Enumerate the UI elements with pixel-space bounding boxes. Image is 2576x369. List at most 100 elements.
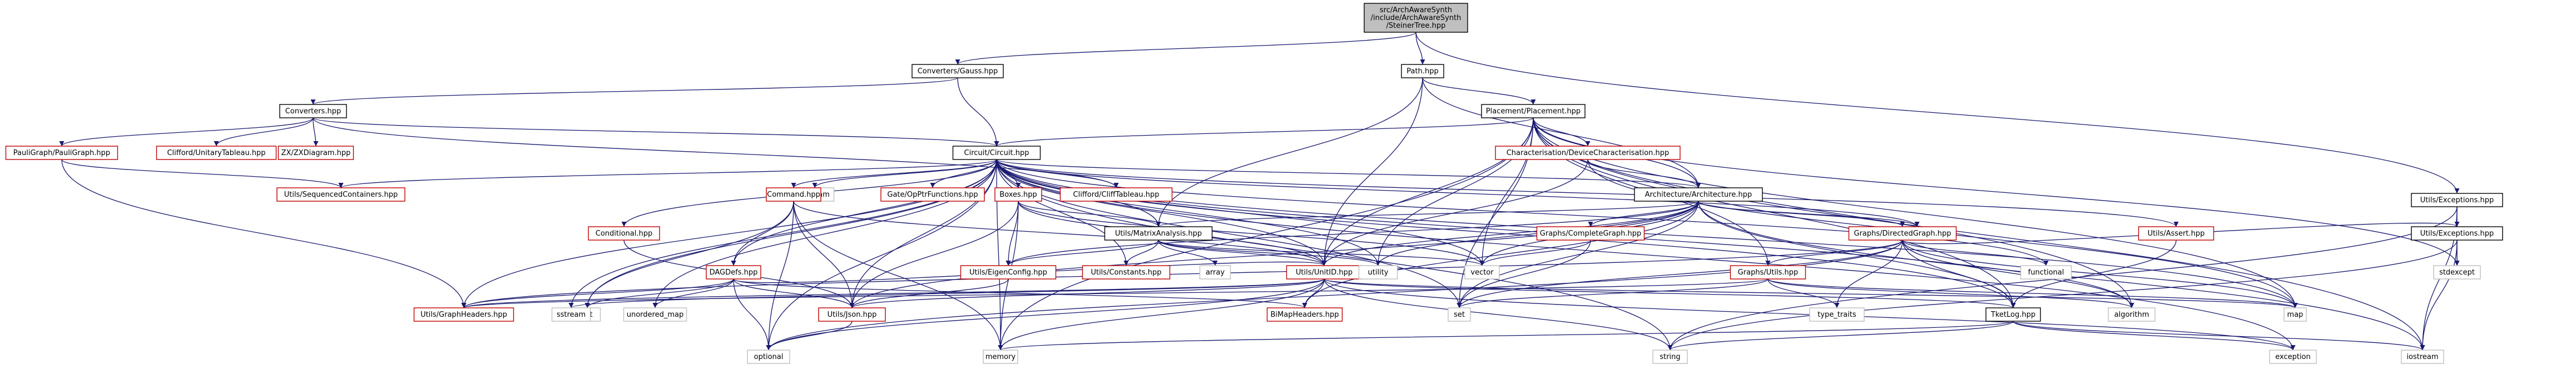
node-array: array <box>1199 265 1231 280</box>
node-layer: src/ArchAwareSynth/include/ArchAwareSynt… <box>5 3 2503 364</box>
node-box <box>1082 265 1171 280</box>
edge-graphs-directedgraph-to-map <box>1902 240 2298 308</box>
node-box <box>706 265 761 280</box>
node-architecture[interactable]: Architecture/Architecture.hpp <box>1634 187 1763 202</box>
edge-utils-eigenconfig-to-utils-json <box>849 278 1009 308</box>
edge-utils-matrixanalysis-to-vector <box>1158 240 1485 266</box>
node-characterisation[interactable]: Characterisation/DeviceCharacterisation.… <box>1495 146 1681 160</box>
node-utils-assert[interactable]: Utils/Assert.hpp <box>2138 226 2215 241</box>
node-utils-exceptions-b[interactable]: Utils/Exceptions.hpp <box>2411 226 2503 241</box>
node-utils-graphheaders[interactable]: Utils/GraphHeaders.hpp <box>413 307 514 322</box>
edge-dagdefs-to-list <box>584 278 734 308</box>
node-root[interactable]: src/ArchAwareSynth/include/ArchAwareSynt… <box>1364 3 1468 33</box>
node-label: Utils/GraphHeaders.hpp <box>420 311 507 319</box>
edge-utils-matrixanalysis-to-array <box>1158 240 1218 266</box>
edge-architecture-to-utils-matrixanalysis <box>1156 201 1699 227</box>
node-set: set <box>1448 307 1471 322</box>
node-box <box>1401 64 1444 78</box>
node-box <box>952 146 1041 160</box>
edge-graphs-completegraph-to-set <box>1457 240 1591 308</box>
edge-architecture-to-set <box>1457 201 1699 308</box>
node-label: ZX/ZXDiagram.hpp <box>281 149 351 157</box>
node-label: Converters/Gauss.hpp <box>918 67 998 76</box>
node-map: map <box>2283 307 2307 322</box>
edge-circuit-to-utils-constants <box>996 159 1129 266</box>
node-box <box>1809 307 1865 322</box>
node-label: algorithm <box>2114 311 2149 319</box>
edge-graphs-directedgraph-to-optional <box>766 240 1903 351</box>
edge-architecture-to-numeric <box>1698 201 1920 227</box>
node-memory: memory <box>983 350 1018 364</box>
node-box <box>5 146 118 160</box>
node-graphs-completegraph[interactable]: Graphs/CompleteGraph.hpp <box>1536 226 1645 241</box>
node-box <box>2108 307 2156 322</box>
node-circuit[interactable]: Circuit/Circuit.hpp <box>952 146 1041 160</box>
node-box <box>1364 3 1468 33</box>
edge-converters-to-circuit <box>313 117 999 147</box>
node-gate-opptr[interactable]: Gate/OpPtrFunctions.hpp <box>880 187 985 202</box>
node-utils-matrixanalysis[interactable]: Utils/MatrixAnalysis.hpp <box>1104 226 1213 241</box>
edge-graphs-directedgraph-to-utils-graphheaders <box>461 240 1903 308</box>
node-graphs-directedgraph[interactable]: Graphs/DirectedGraph.hpp <box>1848 226 1957 241</box>
node-clifford-tableau[interactable]: Clifford/CliffTableau.hpp <box>1059 187 1173 202</box>
edge-utils-unitid-to-bimapheaders <box>1302 278 1325 308</box>
edge-circuit-to-utils-assert <box>996 159 2179 227</box>
node-label: Placement/Placement.hpp <box>1486 107 1581 116</box>
edge-utils-exceptions-b-to-string <box>1667 240 2458 351</box>
edge-circuit-to-utils-seqcontainers <box>338 159 997 188</box>
node-box <box>994 187 1042 202</box>
node-command[interactable]: Command.hpp <box>766 187 821 202</box>
node-tketlog[interactable]: TketLog.hpp <box>1985 307 2041 322</box>
node-graphs-utils[interactable]: Graphs/Utils.hpp <box>1730 265 1806 280</box>
node-converters[interactable]: Converters.hpp <box>279 104 347 118</box>
node-placement[interactable]: Placement/Placement.hpp <box>1481 104 1586 118</box>
node-label: functional <box>2028 268 2064 277</box>
node-conditional[interactable]: Conditional.hpp <box>588 226 660 241</box>
node-utils-json[interactable]: Utils/Json.hpp <box>818 307 886 322</box>
node-box <box>1464 265 1500 280</box>
node-clifford-unitary[interactable]: Clifford/UnitaryTableau.hpp <box>156 146 277 160</box>
edge-graphs-completegraph-to-vector <box>1479 240 1591 266</box>
node-utils-eigenconfig[interactable]: Utils/EigenConfig.hpp <box>960 265 1057 280</box>
node-label: Converters.hpp <box>285 107 341 116</box>
node-label: /SteinerTree.hpp <box>1386 22 1446 30</box>
node-box <box>747 350 790 364</box>
node-zx-diagram[interactable]: ZX/ZXDiagram.hpp <box>278 146 354 160</box>
node-box <box>1266 307 1343 322</box>
node-label: Utils/Constants.hpp <box>1091 268 1161 277</box>
node-box <box>1481 104 1586 118</box>
edge-root-to-converters-gauss <box>955 32 1416 65</box>
node-utils-seqcontainers[interactable]: Utils/SequencedContainers.hpp <box>276 187 405 202</box>
edge-path-to-utils-unitid <box>1321 77 1423 266</box>
node-utils-exceptions[interactable]: Utils/Exceptions.hpp <box>2411 193 2503 207</box>
node-bimapheaders[interactable]: BiMapHeaders.hpp <box>1266 307 1343 322</box>
node-box <box>2269 350 2317 364</box>
node-box <box>2138 226 2215 241</box>
node-box <box>1634 187 1763 202</box>
node-label: iostream <box>2406 353 2438 361</box>
node-utils-constants[interactable]: Utils/Constants.hpp <box>1082 265 1171 280</box>
node-label: Architecture/Architecture.hpp <box>1645 191 1752 199</box>
edge-path-to-utils-matrixanalysis <box>1156 77 1423 227</box>
node-utils-unitid[interactable]: Utils/UnitID.hpp <box>1286 265 1363 280</box>
edge-layer <box>59 32 2460 351</box>
node-label: src/ArchAwareSynth <box>1380 6 1452 14</box>
node-box <box>766 187 821 202</box>
node-box <box>1985 307 2041 322</box>
node-boxes[interactable]: Boxes.hpp <box>994 187 1042 202</box>
edge-circuit-to-clifford-tableau <box>996 159 1119 188</box>
node-paulgraph[interactable]: PauliGraph/PauliGraph.hpp <box>5 146 118 160</box>
node-dagdefs[interactable]: DAGDefs.hpp <box>706 265 761 280</box>
edge-architecture-to-bimapheaders <box>1302 201 1699 308</box>
node-label: memory <box>985 353 1016 361</box>
edge-root-to-utils-exceptions <box>1415 32 2460 194</box>
node-label: Clifford/UnitaryTableau.hpp <box>167 149 265 157</box>
edge-converters-to-clifford-unitary <box>214 117 314 147</box>
node-path[interactable]: Path.hpp <box>1401 64 1444 78</box>
edge-utils-unitid-to-tketlog <box>1324 278 2016 308</box>
edge-graphs-utils-to-utils-graphheaders <box>462 278 1768 308</box>
edge-tketlog-to-exception <box>2013 321 2296 351</box>
node-converters-gauss[interactable]: Converters/Gauss.hpp <box>911 64 1004 78</box>
node-label: Utils/EigenConfig.hpp <box>969 268 1047 277</box>
node-box <box>1848 226 1957 241</box>
